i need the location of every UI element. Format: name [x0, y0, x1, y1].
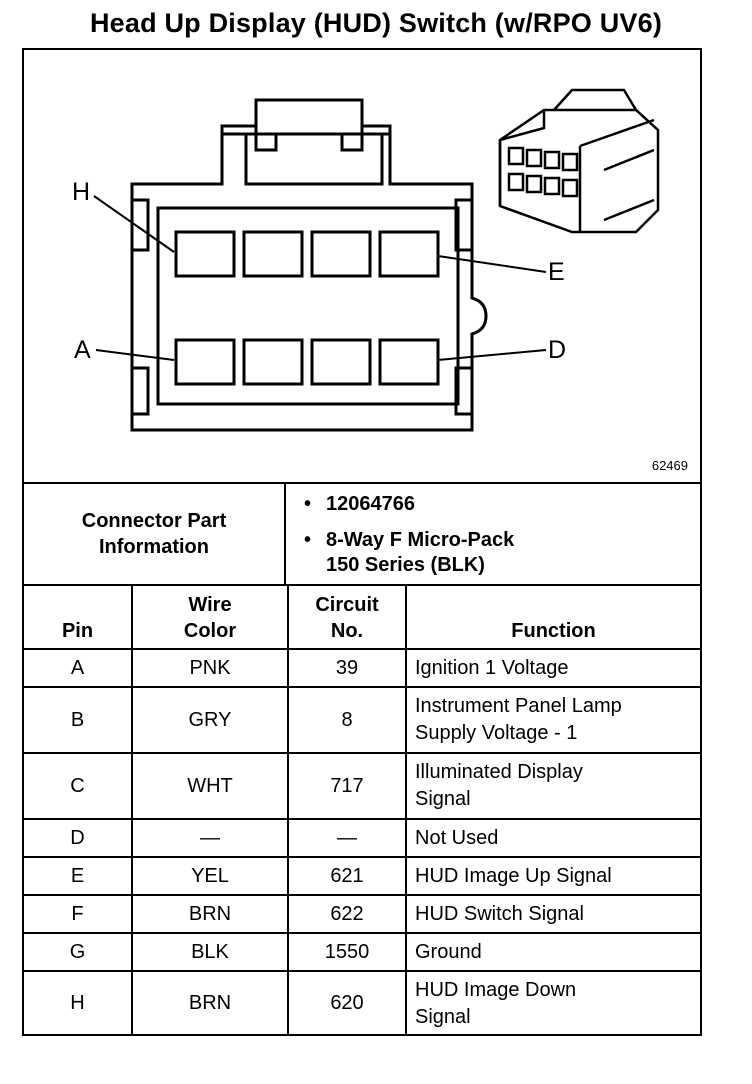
wire-color-cell: WHT	[131, 752, 289, 820]
wire-color-cell: BRN	[131, 970, 289, 1035]
connector-description-line2: 150 Series (BLK)	[326, 554, 485, 576]
pin-cell: H	[24, 970, 133, 1035]
bullet-icon: •	[304, 529, 312, 551]
table-row: G BLK 1550 Ground	[24, 932, 700, 972]
pin-cell: F	[24, 894, 133, 934]
connector-face-drawing	[93, 88, 660, 432]
connector-part-info: Connector Part Information • 12064766 • …	[24, 482, 700, 584]
header-pin: Pin	[24, 584, 133, 650]
function-cell: HUD Image Up Signal	[405, 856, 700, 896]
figure-number: 62469	[651, 458, 688, 473]
wire-color-cell: —	[131, 818, 289, 858]
connector-description-line1: 8-Way F Micro-Pack	[326, 529, 515, 551]
wire-color-cell: YEL	[131, 856, 289, 896]
connector-description-item: • 8-Way F Micro-Pack 150 Series (BLK)	[304, 528, 515, 578]
table-row: E YEL 621 HUD Image Up Signal	[24, 856, 700, 896]
pin-label-h: H	[72, 178, 91, 206]
pin-cell: D	[24, 818, 133, 858]
pin-label-a: A	[74, 336, 91, 364]
circuit-cell: 8	[287, 686, 407, 754]
document-title: Head Up Display (HUD) Switch (w/RPO UV6)	[89, 8, 663, 38]
pin-cell: A	[24, 648, 133, 688]
table-row: A PNK 39 Ignition 1 Voltage	[24, 648, 700, 688]
connector-info-label: Connector Part Information	[24, 484, 286, 584]
wire-color-cell: BRN	[131, 894, 289, 934]
pin-cell: B	[24, 686, 133, 754]
part-number-item: • 12064766	[304, 492, 415, 517]
connector-info-values: • 12064766 • 8-Way F Micro-Pack 150 Seri…	[286, 484, 700, 584]
circuit-cell: 39	[287, 648, 407, 688]
circuit-cell: 620	[287, 970, 407, 1035]
part-number: 12064766	[326, 493, 415, 515]
circuit-cell: 717	[287, 752, 407, 820]
connector-diagram: H E A D 62469	[24, 50, 700, 482]
table-row: D — — Not Used	[24, 818, 700, 858]
wire-color-cell: BLK	[131, 932, 289, 972]
circuit-cell: 621	[287, 856, 407, 896]
connector-info-label-line1: Connector Part	[81, 510, 227, 532]
function-cell: Not Used	[405, 818, 700, 858]
wire-color-cell: PNK	[131, 648, 289, 688]
bullet-icon: •	[304, 493, 312, 515]
function-cell: Ignition 1 Voltage	[405, 648, 700, 688]
circuit-cell: 1550	[287, 932, 407, 972]
pin-label-e: E	[548, 258, 565, 286]
function-cell: HUD Switch Signal	[405, 894, 700, 934]
circuit-cell: —	[287, 818, 407, 858]
pin-cell: E	[24, 856, 133, 896]
circuit-cell: 622	[287, 894, 407, 934]
pin-cell: C	[24, 752, 133, 820]
header-function: Function	[405, 584, 700, 650]
table-row: F BRN 622 HUD Switch Signal	[24, 894, 700, 934]
connector-info-label-line2: Information	[99, 536, 209, 558]
wire-color-cell: GRY	[131, 686, 289, 754]
function-cell: Ground	[405, 932, 700, 972]
pin-label-d: D	[548, 336, 567, 364]
connector-sheet: H E A D 62469 Connector Part Information…	[22, 48, 702, 1036]
pin-cell: G	[24, 932, 133, 972]
